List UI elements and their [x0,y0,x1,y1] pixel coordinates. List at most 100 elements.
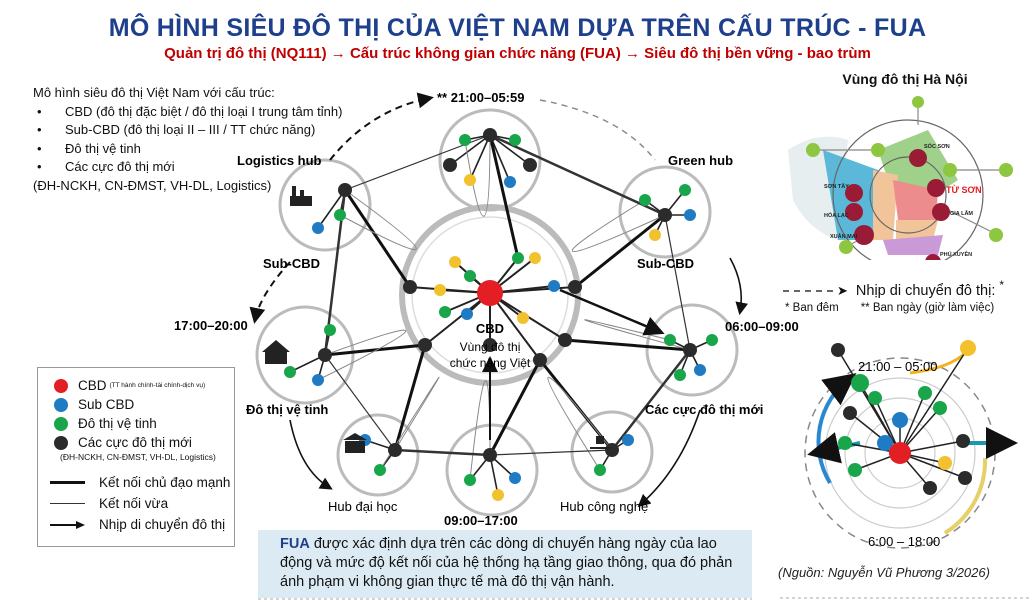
intro-bullet: •CBD (đô thị đặc biệt / đô thị loại I tr… [33,103,342,122]
legend-line-rhythm: Nhịp di chuyển đô thị [50,514,234,535]
thin-line-icon [50,503,85,504]
node-sat [509,134,521,146]
rhythm-node-sat [848,463,862,477]
label-logistics-hub: Logistics hub [237,153,322,168]
link-strong [564,338,691,352]
map-place: SÓC SƠN [924,142,950,150]
node-pole [403,280,417,294]
node-pole [523,158,537,172]
time-day: 09:00–17:00 [444,513,518,528]
fua-definition-box: FUA được xác định dựa trên các dòng di c… [258,530,752,598]
cbd-label: CBD [476,321,504,336]
rhythm-arrow [289,419,333,490]
node-pole [318,348,332,362]
node-pole [483,448,497,462]
rhythm-node-yellow [960,340,976,356]
center-sub-label: Vùng đô thị [460,340,521,354]
label-new-poles: Các cực đô thị mới [645,402,763,417]
intro-footer: (ĐH-NCKH, CN-ĐMST, VH-DL, Logistics) [33,177,272,193]
rhythm-node-sub [892,412,908,428]
link-strong [489,292,541,361]
node-sat [664,334,676,346]
rhythm-link [859,382,901,454]
rhythm-link [899,452,966,479]
house-icon [262,340,290,364]
note-day: ** Ban ngày (giờ làm việc) [860,302,995,314]
map-place: SƠN TÂY [824,183,849,190]
fua-bold: FUA [280,536,310,552]
label-satellite: Đô thị vệ tinh [246,402,328,417]
rhythm-arrow-yellow [943,457,988,535]
link-ring [664,214,691,351]
rhythm-bottom-time: 6:00 – 18:00 [868,534,940,549]
rhythm-arrow [329,92,434,161]
bullet-text: CBD (đô thị đặc biệt / đô thị loại I tru… [65,103,343,119]
intro-heading: Mô hình siêu đô thị Việt Nam với cấu trú… [33,85,275,100]
map-place: XUÂN MAI [830,233,858,240]
flow-arrow [559,288,665,336]
rhythm-node-pole [956,434,970,448]
legend-nodes-note: (ĐH-NCKH, CN-ĐMST, VH-DL, Logistics) [60,452,216,462]
legend-label: Đô thị vệ tinh [78,416,157,431]
rhythm-node-pole [958,471,972,485]
rhythm-node-sat [933,401,947,415]
intro-bullet: •Đô thị vệ tinh [33,140,342,159]
node-sat [334,209,346,221]
rhythm-arrow [729,257,749,316]
node-pole [605,443,619,457]
rhythm-legend: ➤Nhịp di chuyển đô thị: * [783,278,1004,299]
node-cbd [477,280,503,306]
link-strong [393,344,427,451]
link-local [449,134,491,166]
rhythm-link [899,347,969,454]
link-ring [489,449,613,456]
node-sat [679,184,691,196]
legend-line-strong: Kết nối chủ đạo mạnh [50,472,234,493]
hub-ring-top [438,108,542,212]
node-sat [706,334,718,346]
time-morning: 06:00–09:00 [725,319,799,334]
node-sub [312,222,324,234]
legend-label: Kết nối chủ đạo mạnh [99,475,231,490]
node-sat [324,324,336,336]
link-local [469,134,491,181]
rhythm-node-sat [918,386,932,400]
node-sub [684,209,696,221]
rhythm-node-sat [851,374,869,392]
rhythm-node-sat [838,436,852,450]
legend-label: Kết nối vừa [99,496,169,511]
rhythm-ring [844,397,956,509]
legend-item-satellite: Đô thị vệ tinh [54,414,234,433]
node-sat [439,306,451,318]
bullet-text: Đô thị vệ tinh [65,140,141,156]
link-strong [489,286,576,294]
node-pole [658,208,672,222]
link-local [317,189,346,229]
node-sub [548,280,560,292]
map-place: TỪ SƠN [946,184,982,195]
node-pole [568,280,582,294]
node-sub [509,472,521,484]
link-medium [379,376,440,471]
rhythm-node-pole [831,343,845,357]
time-night: ** 21:00–05:59 [437,90,524,105]
label-subcbd-right: Sub-CBD [637,256,694,271]
rhythm-arrow-orange [909,351,967,375]
factory-icon [290,186,312,206]
rhythm-label: Nhịp di chuyển đô thị: [855,282,996,299]
intro-text: Mô hình siêu đô thị Việt Nam với cấu trú… [33,84,342,195]
node-pole [483,128,497,142]
rhythm-arrow [249,261,291,324]
hanoi-map: SÓC SƠN TỪ SƠN SƠN TÂY HÒA LẠC GIA LÂM X… [788,96,1013,260]
legend-item-subcbd: Sub CBD [54,395,234,414]
node-yellow [649,229,661,241]
node-sub [461,308,473,320]
node-sub [504,176,516,188]
link-medium [584,319,691,351]
bullet-text: Sub-CBD (đô thị loại II – III / TT chức … [65,122,316,137]
legend-label: Các cực đô thị mới [78,435,192,450]
link-strong [409,286,491,294]
link-ring [394,448,491,457]
link-strong [324,343,426,357]
label-university-hub: Hub đại học [328,499,398,514]
